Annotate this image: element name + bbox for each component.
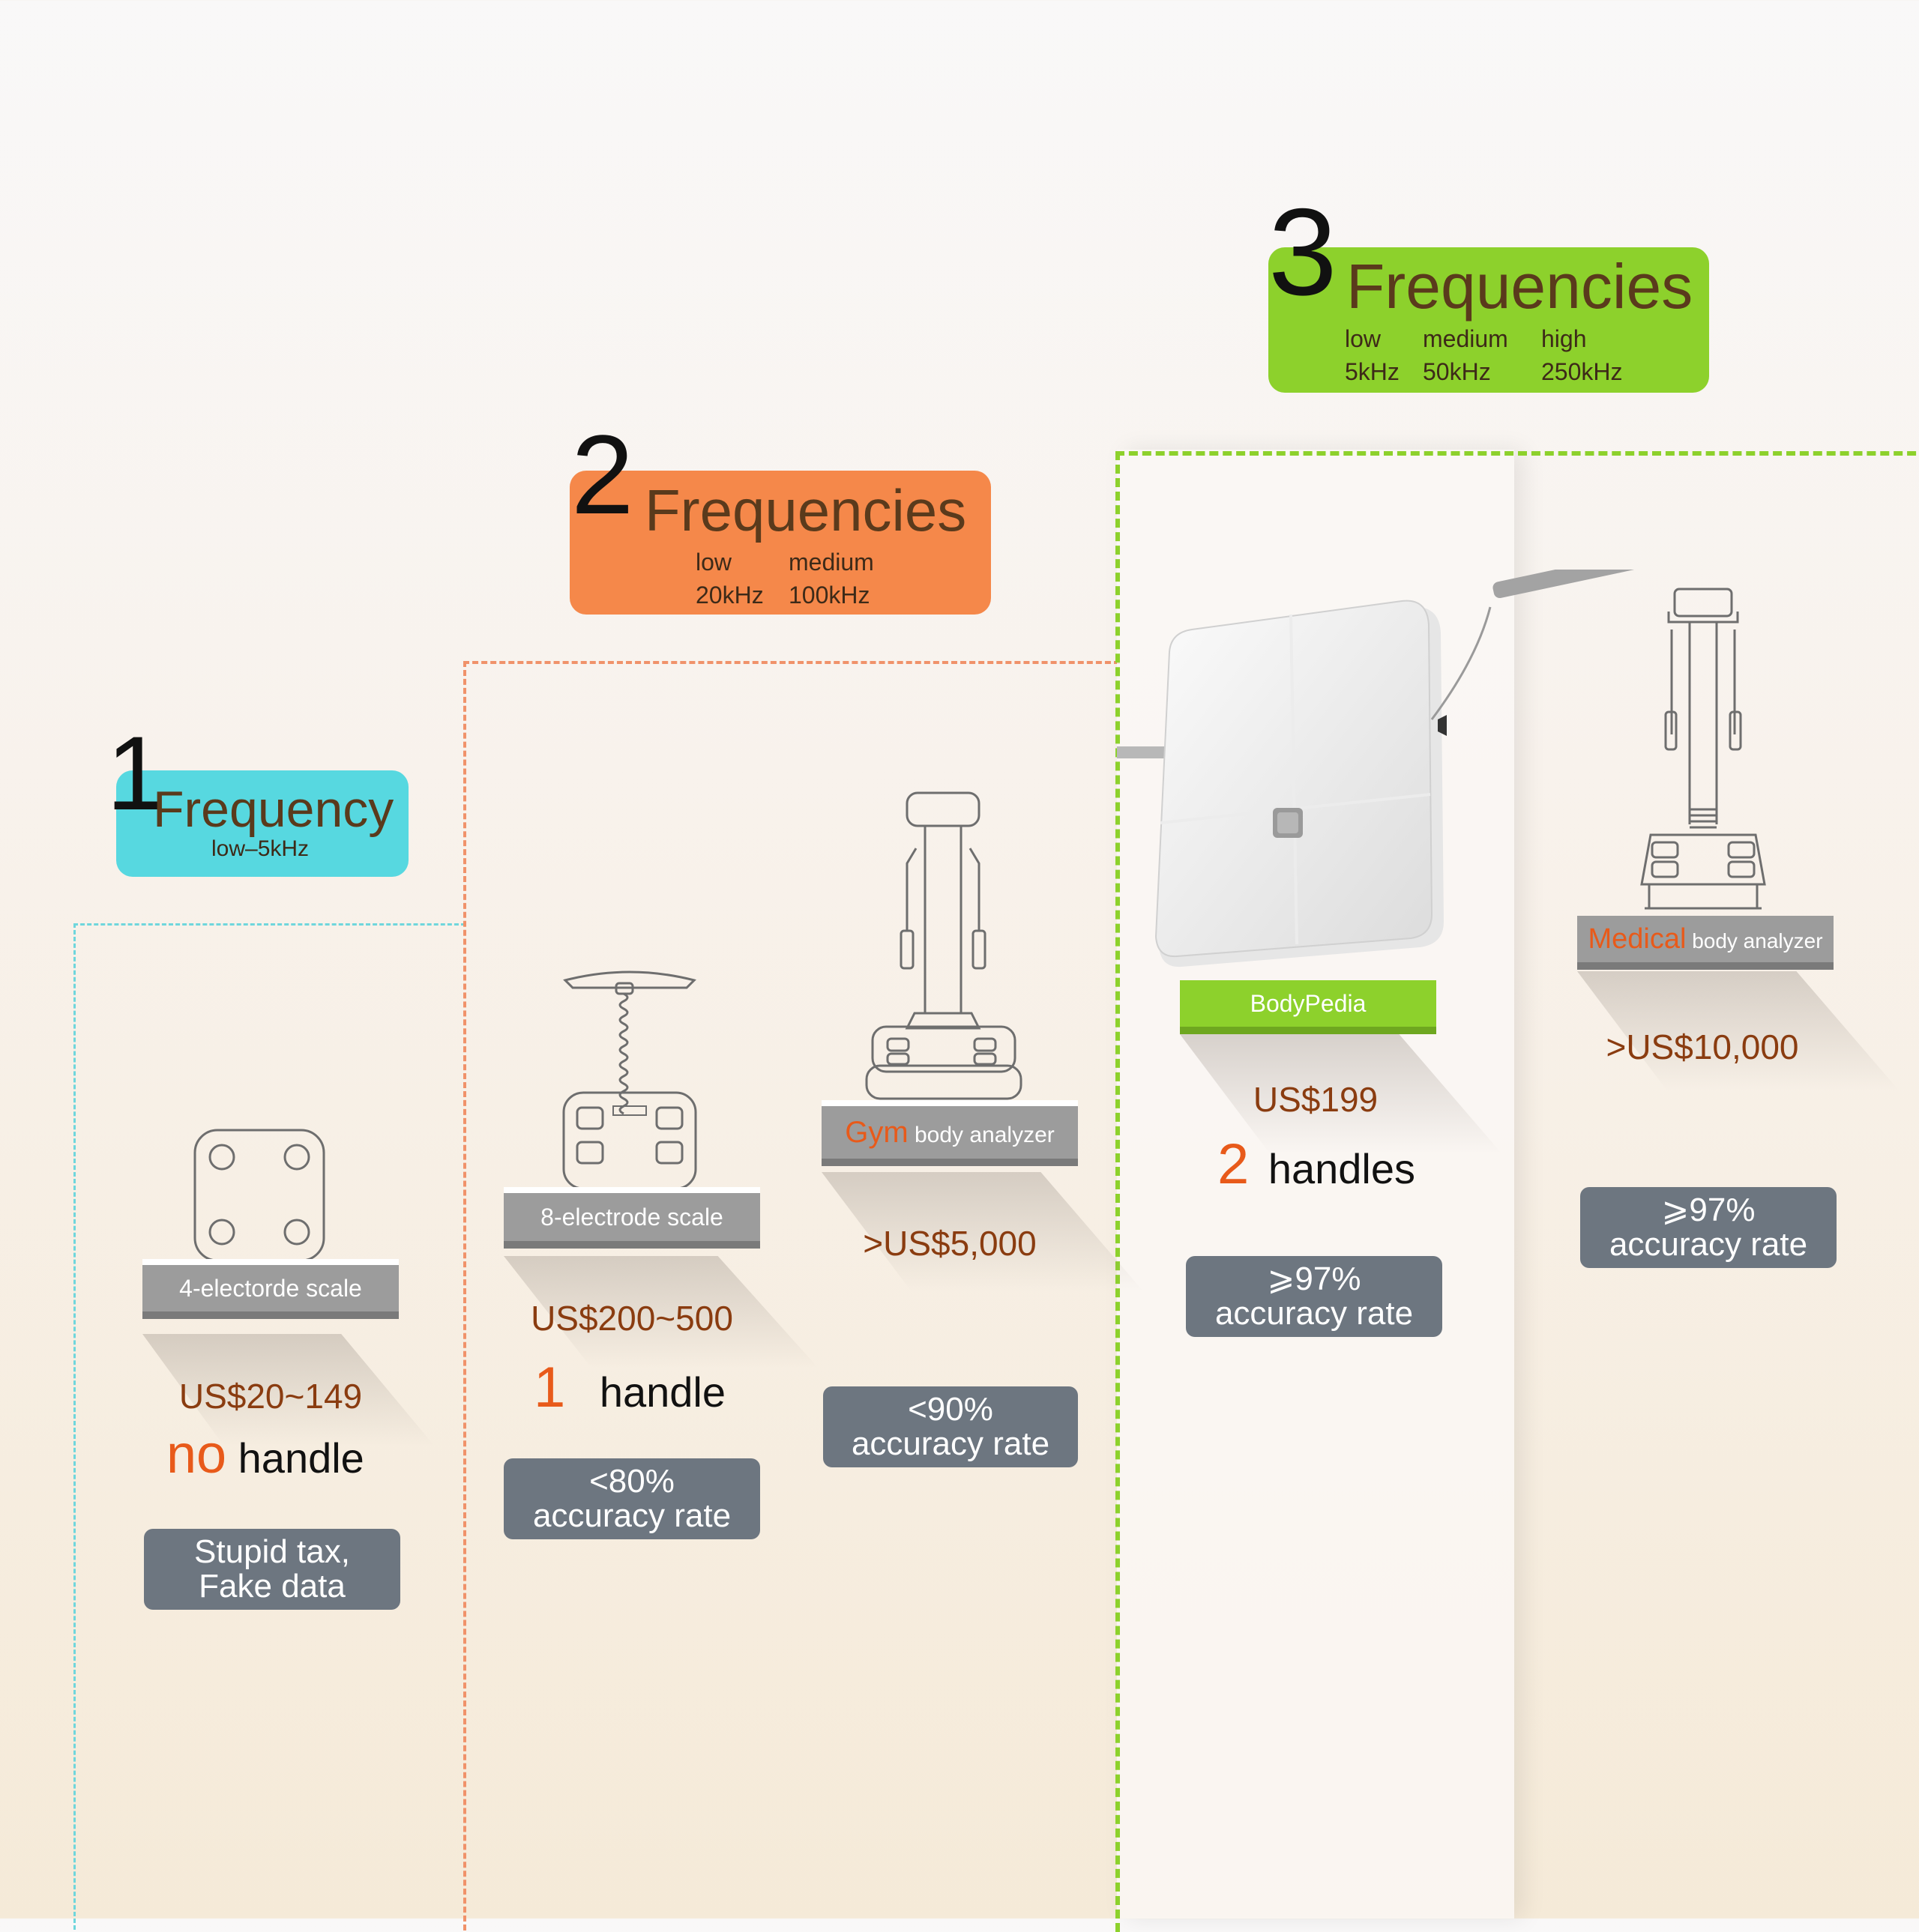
tier2-low-label: low bbox=[696, 549, 732, 576]
p1-price: US$20~149 bbox=[178, 1377, 363, 1416]
tier2-header bbox=[570, 471, 991, 615]
p2-handle-count: 1 bbox=[534, 1356, 566, 1419]
p4-price: US$199 bbox=[1253, 1080, 1379, 1119]
p5-accuracy-label: accuracy rate bbox=[1609, 1226, 1808, 1263]
tier3-high-label: high bbox=[1541, 325, 1587, 352]
p4-accuracy-value: ⩾97% bbox=[1267, 1261, 1361, 1297]
tier2-medium-label: medium bbox=[789, 549, 874, 576]
p5-accuracy: ⩾97% accuracy rate bbox=[1580, 1187, 1837, 1268]
p2-accuracy: <80% accuracy rate bbox=[504, 1458, 760, 1539]
p1-note-line2: Fake data bbox=[199, 1568, 346, 1605]
p2-accuracy-label: accuracy rate bbox=[532, 1497, 732, 1534]
tier1-number: 1 bbox=[106, 714, 165, 832]
p1-handle-count: no bbox=[166, 1425, 227, 1485]
p1-label: 4-electorde scale bbox=[142, 1259, 399, 1319]
p2-label: 8-electrode scale bbox=[504, 1187, 760, 1249]
p2-handle-word: handle bbox=[599, 1368, 726, 1416]
p4-accuracy-label: accuracy rate bbox=[1214, 1295, 1414, 1332]
tier1-header bbox=[116, 770, 409, 877]
tier2-outline bbox=[463, 661, 1120, 1931]
tier3-outline bbox=[1115, 451, 1919, 1932]
tier1-title: Frequency bbox=[153, 781, 394, 838]
p1-note-line1: Stupid tax, bbox=[194, 1533, 350, 1570]
tier2-medium-value: 100kHz bbox=[789, 582, 870, 609]
tier3-high-value: 250kHz bbox=[1541, 358, 1623, 385]
p4-handle-count: 2 bbox=[1217, 1132, 1250, 1196]
tier3-title: Frequencies bbox=[1346, 251, 1693, 322]
p1-handle-word: handle bbox=[238, 1434, 364, 1482]
tier2-low-value: 20kHz bbox=[696, 582, 764, 609]
p3-price: >US$5,000 bbox=[863, 1224, 1037, 1263]
bodypedia-scale-image bbox=[1117, 570, 1638, 967]
p4-label: BodyPedia bbox=[1180, 980, 1436, 1034]
p4-accuracy: ⩾97% accuracy rate bbox=[1186, 1256, 1442, 1337]
p3-accuracy-value: <90% bbox=[908, 1391, 993, 1428]
tier3-low-label: low bbox=[1345, 325, 1382, 352]
medical-body-analyzer-icon bbox=[1640, 588, 1766, 910]
p4-handle-word: handles bbox=[1268, 1145, 1416, 1192]
tier3-header bbox=[1268, 247, 1709, 393]
p3-accuracy: <90% accuracy rate bbox=[823, 1386, 1078, 1467]
tier1-outline bbox=[73, 923, 466, 1930]
four-electrode-scale-icon bbox=[193, 1129, 325, 1262]
p3-label: Gym body analyzer bbox=[822, 1100, 1078, 1166]
p2-price: US$200~500 bbox=[531, 1299, 733, 1338]
gym-body-analyzer-icon bbox=[865, 791, 1022, 1100]
p5-label-suffix: body analyzer bbox=[1692, 929, 1823, 953]
p3-label-prefix: Gym bbox=[845, 1116, 909, 1149]
p1-handle: no handle bbox=[166, 1424, 364, 1485]
tier3-low-value: 5kHz bbox=[1345, 358, 1400, 385]
p5-accuracy-value: ⩾97% bbox=[1661, 1192, 1756, 1228]
tier3-medium-label: medium bbox=[1423, 325, 1508, 352]
tier1-frequency: low–5kHz bbox=[211, 836, 310, 861]
p4-handle: 2 handles bbox=[1217, 1132, 1415, 1197]
p1-note: Stupid tax, Fake data bbox=[144, 1529, 400, 1610]
p3-accuracy-label: accuracy rate bbox=[851, 1425, 1050, 1462]
tier3-medium-value: 50kHz bbox=[1423, 358, 1491, 385]
p5-label-prefix: Medical bbox=[1588, 923, 1687, 955]
p2-accuracy-value: <80% bbox=[589, 1463, 675, 1500]
p3-label-suffix: body analyzer bbox=[914, 1123, 1055, 1147]
eight-electrode-scale-icon bbox=[562, 970, 697, 1190]
tier2-title: Frequencies bbox=[645, 477, 967, 543]
p5-price: >US$10,000 bbox=[1606, 1027, 1799, 1066]
tier2-number: 2 bbox=[571, 411, 634, 537]
p2-handle: 1 handle bbox=[534, 1355, 726, 1420]
tier3-number: 3 bbox=[1268, 183, 1337, 321]
p5-label: Medical body analyzer bbox=[1577, 916, 1834, 970]
